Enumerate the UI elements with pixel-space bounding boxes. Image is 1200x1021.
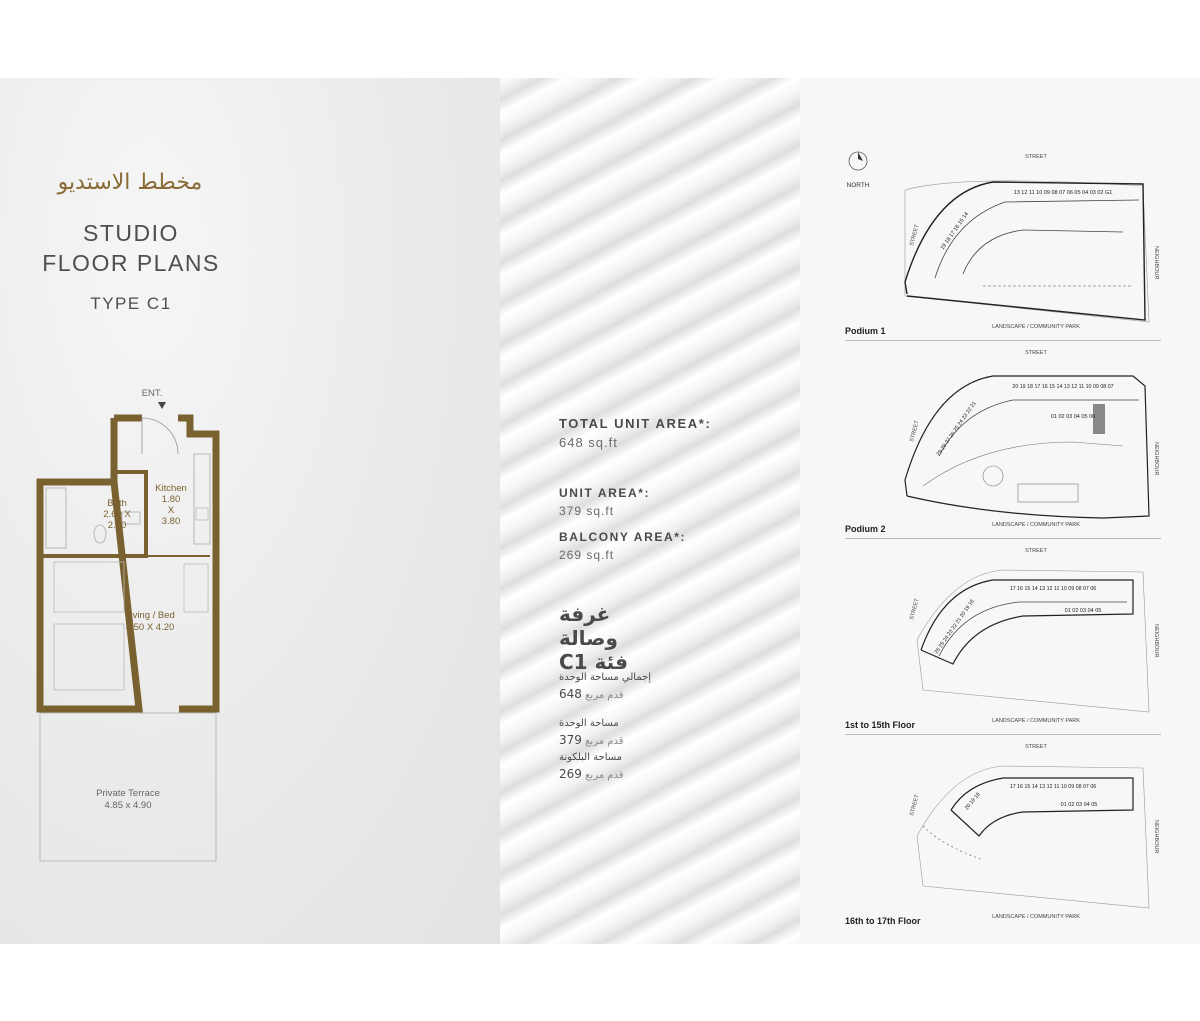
floors-1-15-top-units: 17 16 15 14 13 12 11 10 09 08 07 06 <box>1010 586 1097 592</box>
bath-dim-1: 2.60 X <box>103 509 131 520</box>
neighbour-label-4: NEIGHBOUR <box>1153 820 1159 853</box>
podium-2-units: 01 02 03 04 05 06 <box>1051 414 1095 420</box>
arabic-unit-label: مساحة الوحدة <box>559 718 619 729</box>
arabic-unit-word-2: قدم مربع <box>585 736 624 747</box>
podium-2-plan: STREET 20 19 18 17 16 15 14 13 12 11 10 … <box>904 350 1159 528</box>
living-label: Living / Bed <box>125 610 175 621</box>
street-label-1: STREET <box>1025 154 1047 160</box>
arabic-unit-word-3: قدم مربع <box>585 770 624 781</box>
private-terrace <box>39 712 217 862</box>
unit-area-value: 379 sq.ft <box>559 504 615 518</box>
bath-label: Bath <box>107 498 127 509</box>
kitchen-counter <box>193 453 211 545</box>
kitchen-label: Kitchen <box>155 483 187 494</box>
outer-walls <box>36 414 220 713</box>
neighbour-label-1: NEIGHBOUR <box>1153 246 1159 279</box>
shower <box>45 487 67 549</box>
floors-16-17-side-units: 20 19 18 <box>964 792 982 812</box>
arabic-total-value: 648 <box>559 687 582 701</box>
total-area-value: 648 sq.ft <box>559 435 618 450</box>
street-label-4: STREET <box>1025 744 1047 750</box>
park-label-1: LANDSCAPE / COMMUNITY PARK <box>992 324 1080 330</box>
unit-area: UNIT AREA*: 379 sq.ft <box>559 486 650 518</box>
north-compass-icon: NORTH <box>847 151 870 189</box>
arabic-specs: إجمالي مساحة الوحدة قدم مربع 648 مساحة ا… <box>559 670 659 784</box>
terrace-label: Private Terrace <box>96 788 160 799</box>
arabic-balcony-value: 269 <box>559 767 582 781</box>
podium-1-top-units: 13 12 11 10 09 08 07 06 05 04 03 02 G1 <box>1014 190 1113 196</box>
unit-type: TYPE C1 <box>90 294 172 313</box>
floors-16-17-top-units: 17 16 15 14 13 12 11 10 09 08 07 06 <box>1010 784 1097 790</box>
entrance-label: ENT. <box>142 388 163 399</box>
street-label-2: STREET <box>1025 350 1047 356</box>
unit-area-label: UNIT AREA*: <box>559 486 651 500</box>
floors-1-15-plan: STREET 17 16 15 14 13 12 11 10 09 08 07 … <box>909 548 1159 724</box>
highlight-unit <box>1093 404 1105 434</box>
street-side-label-1: STREET <box>909 223 921 246</box>
balcony-area-value: 269 sq.ft <box>559 548 615 562</box>
sofa <box>53 561 125 613</box>
kitchen-dim-3: 3.80 <box>162 516 181 527</box>
left-panel: مخطط الاستديو STUDIO FLOOR PLANS TYPE C1… <box>0 78 500 944</box>
arabic-total-label: إجمالي مساحة الوحدة <box>559 672 652 683</box>
middle-panel <box>500 78 800 944</box>
arabic-title: غرفة وصالة فئة C1 <box>559 602 669 674</box>
divider-2 <box>845 538 1161 539</box>
street-label-3: STREET <box>1025 548 1047 554</box>
arabic-unit-word-1: قدم مربع <box>585 690 624 701</box>
park-label-4: LANDSCAPE / COMMUNITY PARK <box>992 914 1080 920</box>
floors-1-15-side-units: 26 25 24 23 22 21 20 19 18 <box>934 599 976 656</box>
floors-16-17-plan: STREET 17 16 15 14 13 12 11 10 09 08 07 … <box>909 744 1159 920</box>
floors-16-17-units: 01 02 03 04 05 <box>1061 802 1098 808</box>
floors-1-15-units: 01 02 03 04 05 <box>1065 608 1102 614</box>
arabic-title-line-1: غرفة وصالة <box>559 602 618 650</box>
bath-dim-2: 2.40 <box>108 520 127 531</box>
street-side-label-2: STREET <box>909 419 921 442</box>
title-line-1: STUDIO <box>83 220 179 246</box>
brochure-spread: مخطط الاستديو STUDIO FLOOR PLANS TYPE C1… <box>0 78 1200 944</box>
entrance-arrow-icon <box>158 402 166 409</box>
total-area-label: TOTAL UNIT AREA*: <box>559 416 712 431</box>
living-dim: 4.50 X 4.20 <box>126 622 175 633</box>
balcony-area: BALCONY AREA*: 269 sq.ft <box>559 530 686 562</box>
podium-1-plan: STREET 13 12 11 10 09 08 07 06 05 04 03 … <box>904 154 1159 330</box>
total-area: TOTAL UNIT AREA*: 648 sq.ft <box>559 416 711 450</box>
park-label-3: LANDSCAPE / COMMUNITY PARK <box>992 718 1080 724</box>
title-arabic: مخطط الاستديو <box>57 170 203 195</box>
podium-1-caption: Podium 1 <box>845 326 886 336</box>
podium-2-caption: Podium 2 <box>845 524 886 534</box>
bath-walls <box>40 470 148 558</box>
balcony-area-label: BALCONY AREA*: <box>559 530 687 544</box>
neighbour-label-3: NEIGHBOUR <box>1153 624 1159 657</box>
terrace-dim: 4.85 x 4.90 <box>104 800 151 811</box>
podium-2-top-units: 20 19 18 17 16 15 14 13 12 11 10 09 08 0… <box>1012 384 1113 390</box>
park-label-2: LANDSCAPE / COMMUNITY PARK <box>992 522 1080 528</box>
toilet <box>93 524 107 544</box>
podium-1-side-units: 19 18 17 16 15 14 <box>940 211 970 251</box>
title-english: STUDIO FLOOR PLANS <box>0 218 262 278</box>
divider-3 <box>845 734 1161 735</box>
kitchen-dim-1: 1.80 <box>162 494 181 505</box>
arabic-balcony-label: مساحة البلكونة <box>559 752 623 763</box>
bed <box>53 623 125 691</box>
north-label: NORTH <box>847 182 870 189</box>
street-side-label-3: STREET <box>909 597 921 620</box>
arabic-unit-value: 379 <box>559 733 582 747</box>
kitchen-dim-2: X <box>168 505 175 516</box>
street-side-label-4: STREET <box>909 793 921 816</box>
podium-2-side-units: 29 28 27 26 25 24 23 22 21 <box>936 401 978 458</box>
unit-floor-plan: ENT. Bath 2.60 X 2.40 <box>36 388 220 862</box>
divider-1 <box>845 340 1161 341</box>
floors-16-17-caption: 16th to 17th Floor <box>845 916 921 926</box>
wardrobe <box>183 563 209 613</box>
neighbour-label-2: NEIGHBOUR <box>1153 442 1159 475</box>
floors-1-15-caption: 1st to 15th Floor <box>845 720 916 730</box>
arabic-title-line-2: فئة C1 <box>559 650 628 674</box>
title-line-2: FLOOR PLANS <box>42 250 220 276</box>
